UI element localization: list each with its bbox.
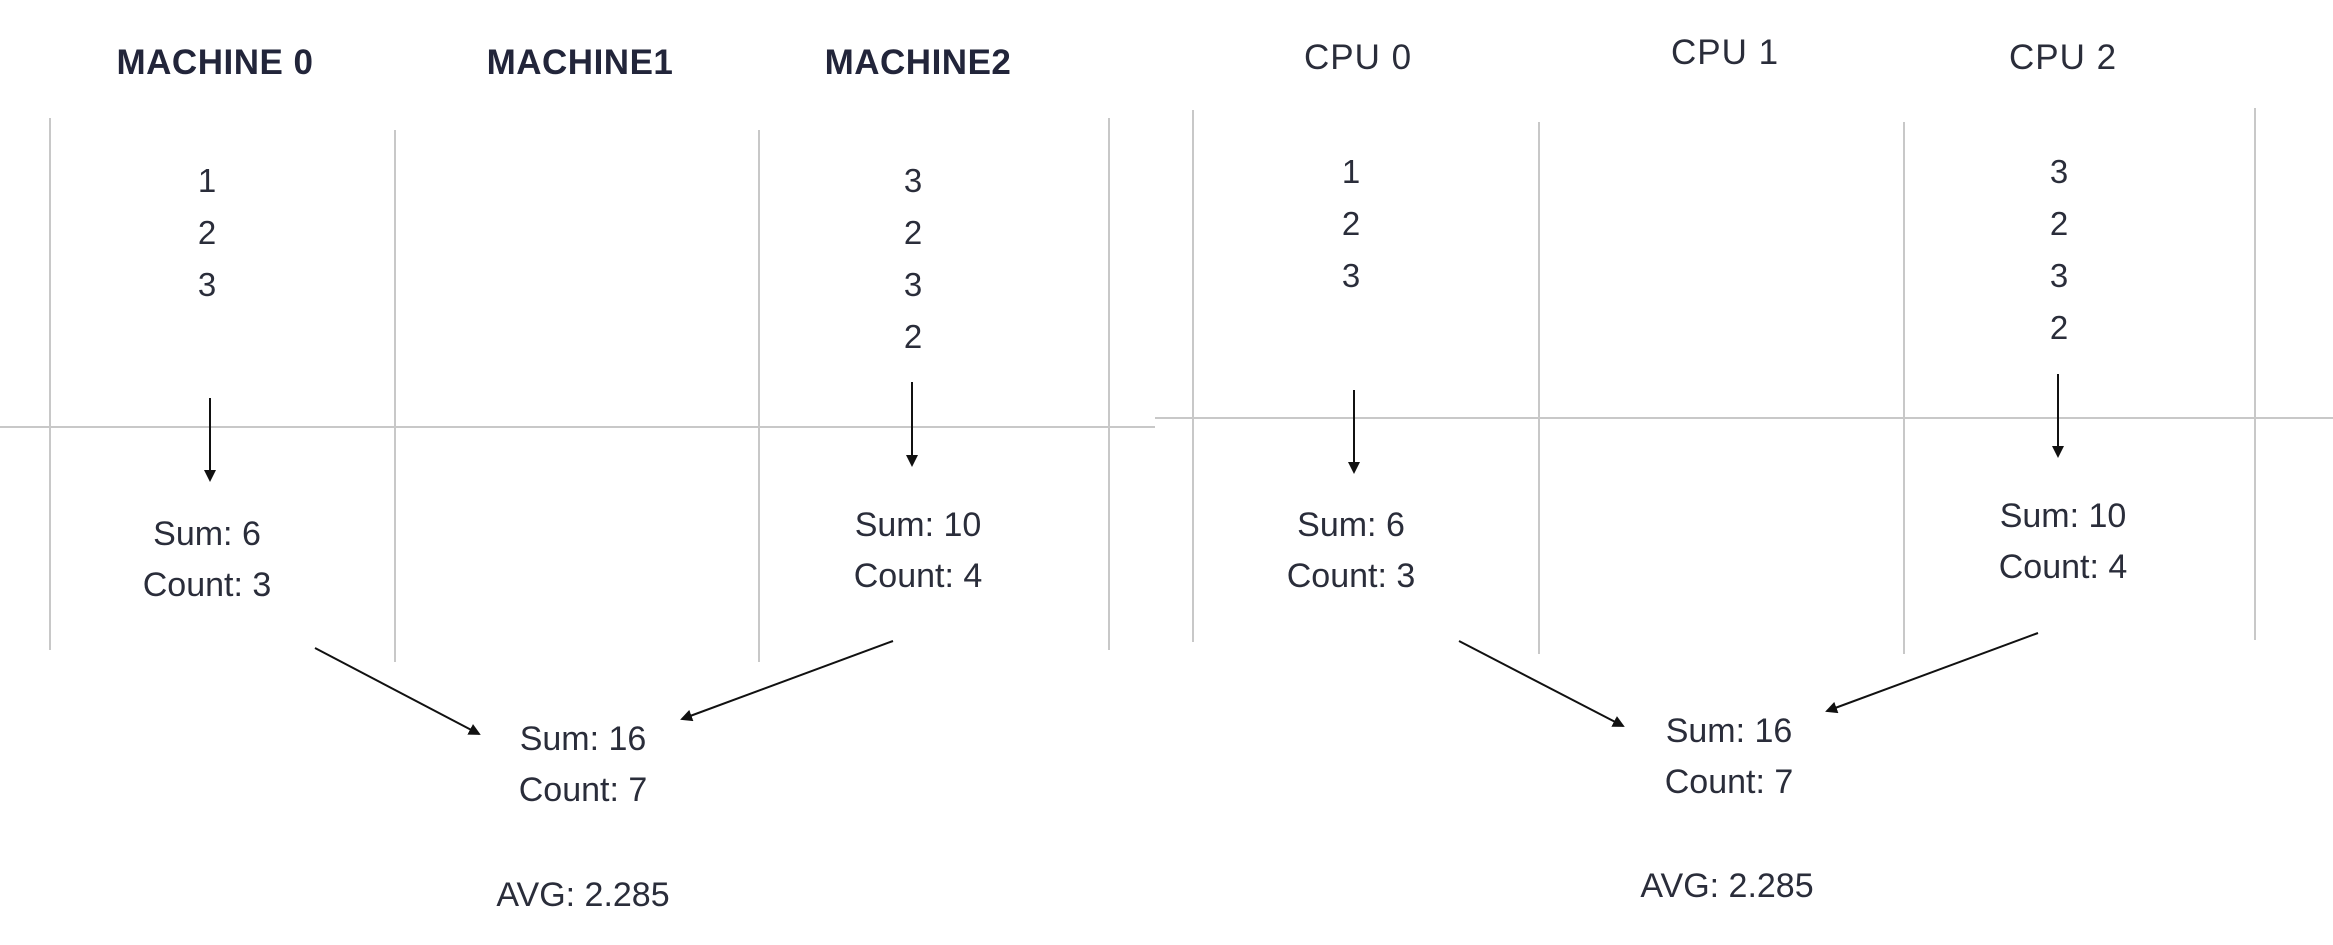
value: 3 — [1341, 257, 1361, 294]
count-label: Count: 4 — [853, 557, 983, 595]
average-label: AVG: 2.285 — [1640, 867, 1814, 905]
average-label: AVG: 2.285 — [496, 876, 670, 914]
value-list: 1 2 3 — [1342, 146, 1360, 302]
value-list: 3 2 3 2 — [2050, 146, 2068, 354]
partial-result: Sum: 6 Count: 3 — [143, 509, 272, 611]
sum-label: Sum: 10 — [854, 506, 982, 544]
count-label: Count: 4 — [1998, 548, 2128, 586]
count-label: Count: 3 — [1286, 557, 1416, 595]
partial-result: Sum: 6 Count: 3 — [1287, 500, 1416, 602]
value: 1 — [197, 162, 217, 199]
sum-label: Sum: 16 — [1665, 712, 1793, 750]
arrow-merge — [1458, 640, 1625, 727]
value: 1 — [1341, 153, 1361, 190]
column-header: CPU 1 — [1670, 33, 1780, 72]
value: 2 — [197, 214, 217, 251]
count-label: Count: 7 — [1664, 763, 1794, 801]
value: 3 — [2049, 257, 2069, 294]
sum-label: Sum: 6 — [1297, 506, 1405, 544]
partial-result: Sum: 10 Count: 4 — [1999, 491, 2128, 593]
value-list: 1 2 3 — [198, 155, 216, 311]
value: 3 — [903, 266, 923, 303]
total-result: Sum: 16 Count: 7 — [519, 714, 648, 816]
total-result: Sum: 16 Count: 7 — [1665, 706, 1794, 808]
count-label: Count: 3 — [142, 566, 272, 604]
sum-label: Sum: 16 — [519, 720, 647, 758]
value: 2 — [2049, 309, 2069, 346]
column-header: MACHINE1 — [486, 43, 674, 82]
column-header: CPU 0 — [1303, 38, 1413, 77]
value: 2 — [1341, 205, 1361, 242]
value: 2 — [2049, 205, 2069, 242]
sum-label: Sum: 10 — [1999, 497, 2127, 535]
arrow-merge — [314, 647, 481, 735]
value: 3 — [197, 266, 217, 303]
value: 2 — [903, 318, 923, 355]
column-header: MACHINE 0 — [116, 43, 314, 82]
arrow-merge — [1825, 632, 2039, 714]
column-header: MACHINE2 — [824, 43, 1012, 82]
value-list: 3 2 3 2 — [904, 155, 922, 363]
column-header: CPU 2 — [2008, 38, 2118, 77]
value: 3 — [903, 162, 923, 199]
value: 2 — [903, 214, 923, 251]
value: 3 — [2049, 153, 2069, 190]
sum-label: Sum: 6 — [153, 515, 261, 553]
partial-result: Sum: 10 Count: 4 — [854, 500, 983, 602]
count-label: Count: 7 — [518, 771, 648, 809]
arrow-merge — [680, 640, 894, 722]
